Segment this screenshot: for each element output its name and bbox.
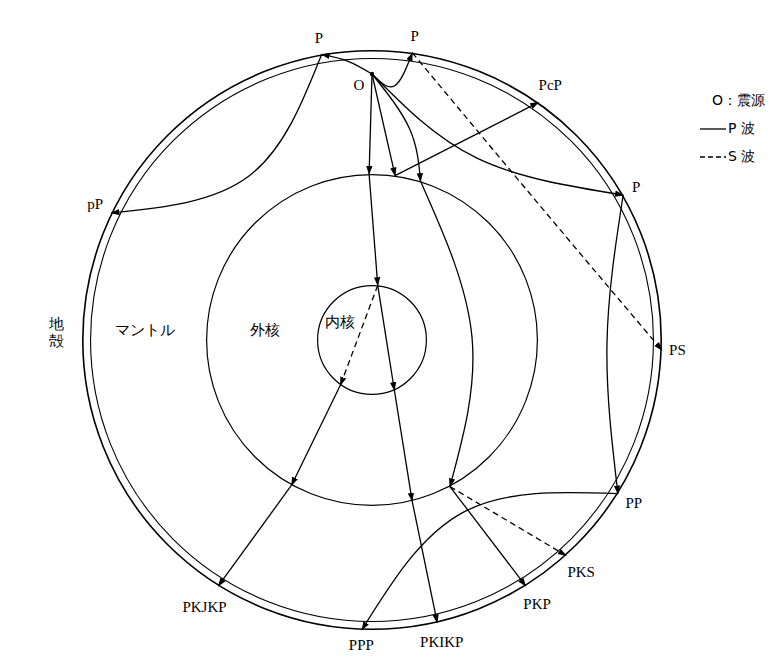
layer-name: 外核: [250, 322, 280, 339]
p-wave-ray: [395, 102, 538, 175]
p-wave-ray: [369, 74, 372, 174]
s-wave-ray: [340, 285, 377, 385]
hypocenter-label: O: [354, 77, 365, 94]
wave-name: pP: [87, 196, 103, 213]
p-wave-ray: [607, 195, 623, 494]
p-wave-ray: [372, 74, 623, 195]
p-wave-ray: [450, 487, 526, 586]
wave-name: PP: [625, 495, 642, 512]
p-wave-ray: [412, 501, 437, 622]
wave-name: P: [410, 28, 418, 45]
wave-name: PPP: [349, 637, 374, 654]
earth-layer-circle: 内核: [317, 285, 427, 395]
wave-name: P: [632, 179, 640, 196]
layer-name: 内核: [325, 314, 355, 331]
earth-layer-circle: 外核 内核: [206, 174, 538, 506]
hypocenter-dot: [370, 72, 374, 76]
s-wave-ray: [450, 487, 566, 556]
wave-name: PKIKP: [420, 634, 463, 651]
s-wave-sample: [700, 154, 726, 160]
earth-layer-circle: 地殻マントル外核内核: [82, 50, 662, 630]
p-wave-ray: [372, 74, 421, 181]
p-wave-ray: [292, 385, 341, 485]
wave-name: PKP: [523, 596, 551, 613]
legend-text: O：震源: [712, 92, 765, 108]
layer-outline: [206, 174, 538, 506]
p-wave-ray: [322, 54, 372, 74]
wave-name: PKS: [567, 564, 595, 581]
p-wave-ray: [421, 181, 473, 486]
layer-name: マントル: [115, 322, 175, 339]
s-wave-ray: [412, 53, 661, 350]
wave-name: PS: [669, 342, 686, 359]
legend-text: P 波: [728, 120, 755, 136]
wave-name: P: [315, 30, 323, 47]
layer-boundary: [83, 51, 661, 629]
layer-boundary: [207, 175, 538, 506]
p-wave-ray: [111, 54, 321, 212]
wave-name: PKJKP: [182, 599, 226, 616]
legend-line: [700, 156, 726, 157]
layer-name: 地殻: [49, 316, 64, 349]
layer-outline: [82, 50, 662, 630]
layer-outline: [317, 285, 427, 395]
layer-outline: [90, 58, 654, 622]
legend-line: [700, 128, 726, 129]
earth-layer-circle: マントル 外核 内核: [90, 58, 654, 622]
legend-text: S 波: [728, 148, 755, 164]
wave-name: PcP: [539, 77, 562, 94]
p-wave-ray: [394, 390, 412, 501]
p-wave-ray: [218, 485, 291, 586]
layer-boundary: [318, 286, 427, 395]
p-wave-sample: [700, 126, 726, 132]
p-wave-ray: [369, 174, 378, 285]
p-wave-ray: [378, 285, 395, 390]
layer-boundary: [91, 59, 654, 622]
p-wave-ray: [362, 492, 618, 629]
